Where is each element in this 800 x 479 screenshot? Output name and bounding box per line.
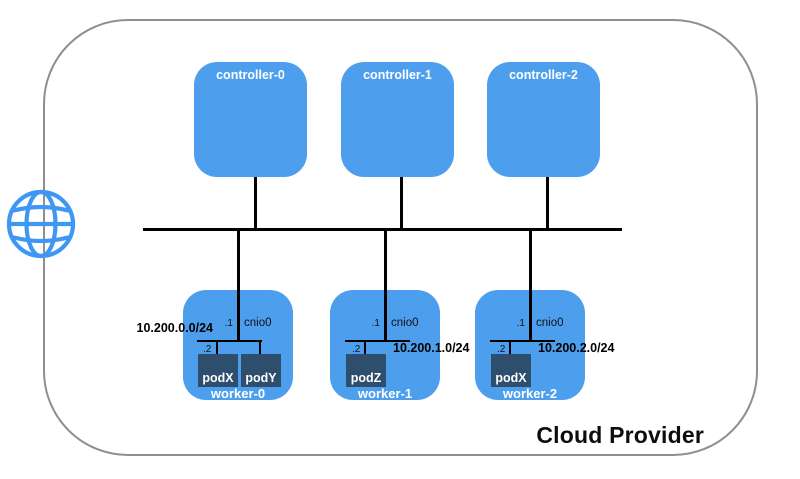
- worker-0-podX-label: podX: [202, 370, 234, 385]
- worker-0-podY-label: podY: [245, 370, 277, 385]
- controller-0-uplink-line: [254, 176, 257, 230]
- controller-1-uplink-line: [400, 176, 403, 230]
- worker-1-cnio0-interface-label: cnio0: [391, 317, 419, 329]
- worker-1-podZ-link-line: [364, 341, 366, 355]
- worker-2-bridge-ip-label: .1: [516, 318, 525, 329]
- worker-1-label: worker-1: [357, 386, 413, 401]
- worker-2-pod-side-ip-label: .2: [497, 344, 506, 355]
- worker-2-podX-link-line: [509, 341, 511, 355]
- worker-0-uplink-line: [237, 228, 240, 341]
- controller-0-node: [194, 62, 307, 177]
- worker-1-pod-subnet-label: 10.200.1.0/24: [393, 341, 470, 355]
- worker-0-label: worker-0: [210, 386, 266, 401]
- worker-1-pod-side-ip-label: .2: [352, 344, 361, 355]
- worker-0-podY-link-line: [259, 341, 261, 355]
- controller-1-label: controller-1: [363, 68, 432, 82]
- worker-0-podY-node: podY: [241, 354, 281, 387]
- worker-0-bridge-ip-label: .1: [224, 318, 233, 329]
- worker-0-podX-link-line: [216, 341, 218, 355]
- worker-0-cnio0-interface-label: cnio0: [244, 317, 272, 329]
- worker-1-podZ-node: podZ: [346, 354, 386, 387]
- controller-2-label: controller-2: [509, 68, 578, 82]
- worker-2-podX-label: podX: [495, 370, 527, 385]
- cloud-provider-boundary: [43, 19, 758, 456]
- internet-globe-icon: [6, 189, 76, 259]
- worker-0-pod-subnet-label: 10.200.0.0/24: [136, 321, 213, 335]
- controller-0-label: controller-0: [216, 68, 285, 82]
- cloud-provider-label: Cloud Provider: [536, 422, 704, 448]
- worker-2-uplink-line: [529, 228, 532, 341]
- worker-0-podX-node: podX: [198, 354, 238, 387]
- worker-1-uplink-line: [384, 228, 387, 341]
- controller-1-node: [341, 62, 454, 177]
- worker-2-podX-node: podX: [491, 354, 531, 387]
- controller-2-uplink-line: [546, 176, 549, 230]
- controller-2-node: [487, 62, 600, 177]
- worker-1-bridge-ip-label: .1: [371, 318, 380, 329]
- network-bus-line: [143, 228, 622, 231]
- worker-0-bridge-line: [197, 340, 262, 342]
- worker-2-pod-subnet-label: 10.200.2.0/24: [538, 341, 615, 355]
- worker-1-bridge-line: [345, 340, 410, 342]
- worker-1-podZ-label: podZ: [350, 370, 382, 385]
- worker-0-pod-side-ip-label: .2: [203, 344, 212, 355]
- worker-2-label: worker-2: [502, 386, 558, 401]
- worker-2-cnio0-interface-label: cnio0: [536, 317, 564, 329]
- worker-2-bridge-line: [490, 340, 555, 342]
